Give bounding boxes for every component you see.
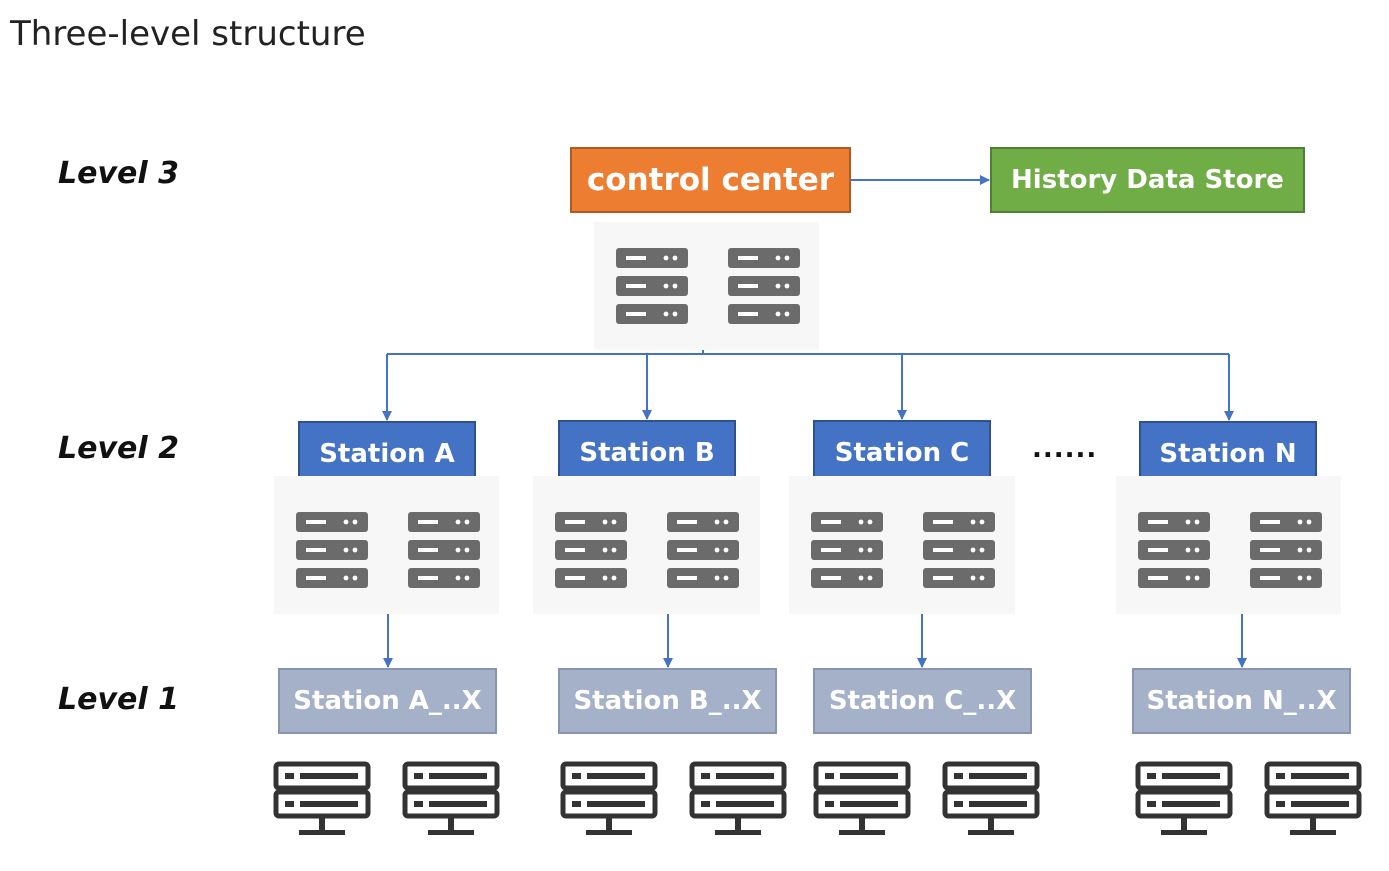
page-title: Three-level structure xyxy=(10,14,366,54)
control-center-label: control center xyxy=(586,162,835,198)
terminal-server-icon xyxy=(402,760,500,838)
terminal-server-icon xyxy=(1264,760,1362,838)
substation-a-box: Station A_..X xyxy=(278,668,497,734)
level-1-label: Level 1 xyxy=(58,682,179,717)
more-stations-ellipsis: ...... xyxy=(1032,434,1098,464)
control-center-server-panel xyxy=(594,222,819,350)
terminal-server-icon xyxy=(942,760,1040,838)
station-n-label: Station N xyxy=(1159,439,1297,469)
control-center-box: control center xyxy=(570,147,851,213)
history-data-store-label: History Data Store xyxy=(1011,165,1284,195)
server-rack-icon-pair xyxy=(594,222,819,350)
server-rack-icon-pair xyxy=(789,476,1015,614)
station-a-server-panel xyxy=(274,476,499,614)
history-data-store-box: History Data Store xyxy=(990,147,1305,213)
station-c-label: Station C xyxy=(834,438,970,468)
terminal-server-icon xyxy=(560,760,658,838)
station-c-box: Station C xyxy=(813,420,991,486)
substation-b-box: Station B_..X xyxy=(558,668,777,734)
substation-b-label: Station B_..X xyxy=(573,686,762,716)
substation-n-label: Station N_..X xyxy=(1146,686,1337,716)
station-a-label: Station A xyxy=(319,439,455,469)
substation-n-box: Station N_..X xyxy=(1132,668,1351,734)
terminal-server-icon xyxy=(813,760,911,838)
substation-a-label: Station A_..X xyxy=(293,686,482,716)
station-n-server-panel xyxy=(1116,476,1341,614)
server-rack-icon-pair xyxy=(533,476,760,614)
server-rack-icon-pair xyxy=(1116,476,1341,614)
station-c-server-panel xyxy=(789,476,1015,614)
station-b-label: Station B xyxy=(579,438,715,468)
station-b-server-panel xyxy=(533,476,760,614)
station-b-box: Station B xyxy=(558,420,736,486)
terminal-server-icon xyxy=(689,760,787,838)
terminal-server-icon xyxy=(1135,760,1233,838)
substation-c-label: Station C_..X xyxy=(828,686,1017,716)
substation-c-box: Station C_..X xyxy=(813,668,1032,734)
terminal-server-icon xyxy=(273,760,371,838)
level-3-label: Level 3 xyxy=(58,156,179,191)
server-rack-icon-pair xyxy=(274,476,499,614)
level-2-label: Level 2 xyxy=(58,431,179,466)
